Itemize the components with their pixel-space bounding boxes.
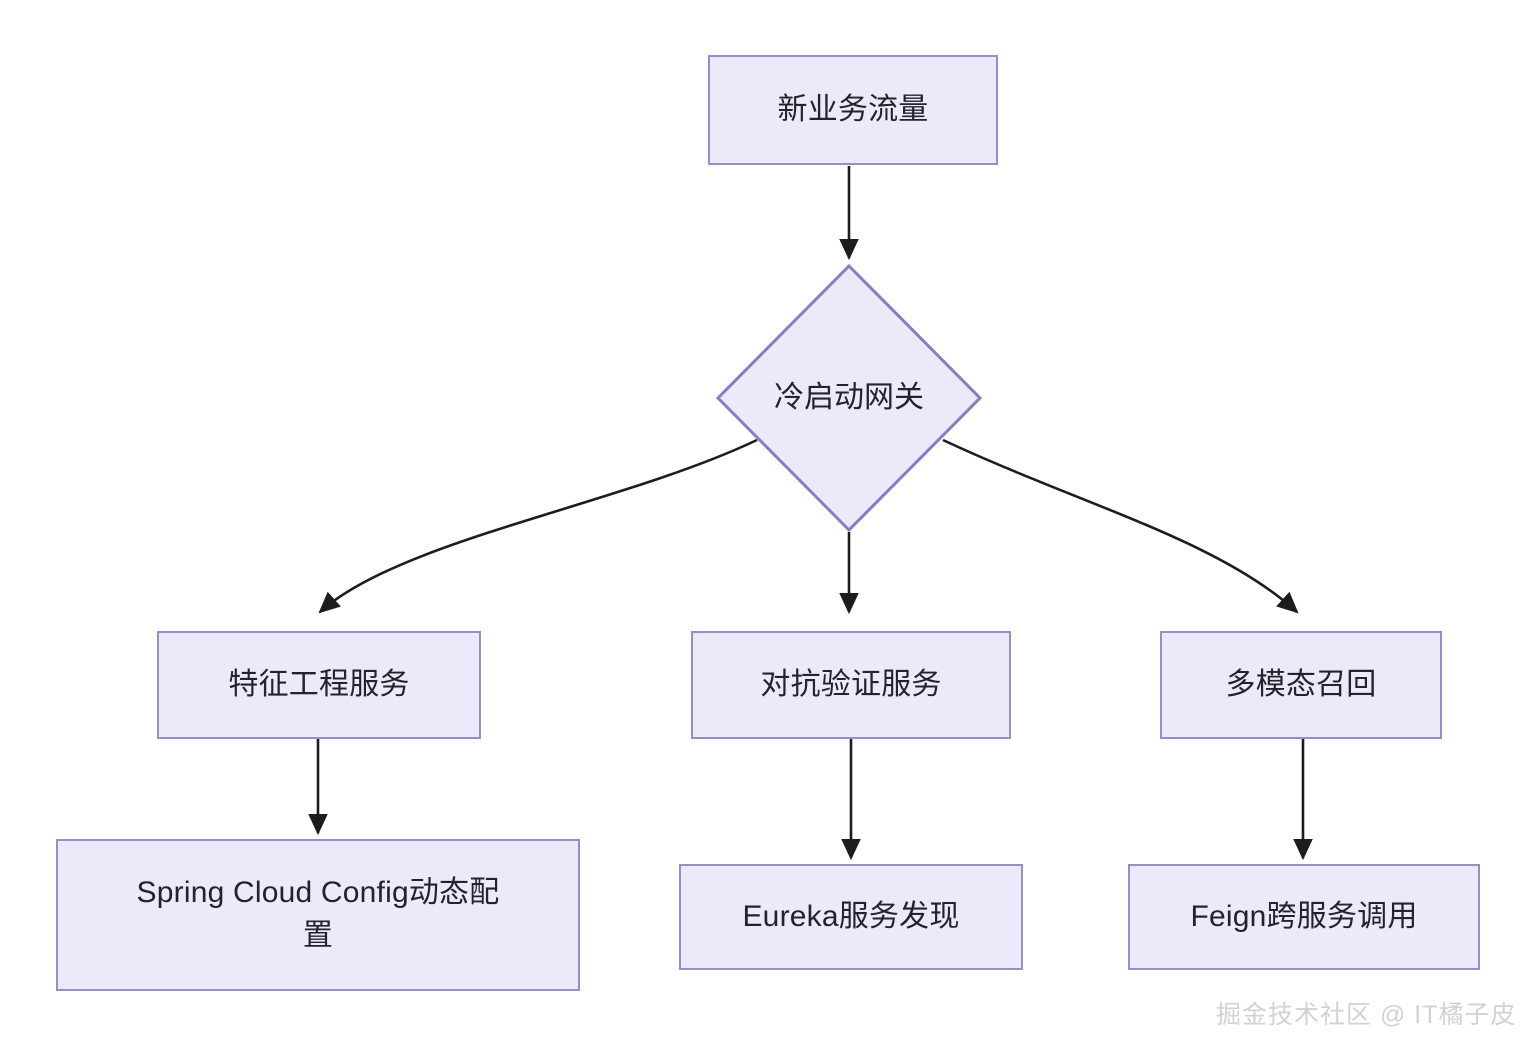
node-label: 特征工程服务 (228, 667, 410, 701)
edge-gateway-to-feature-service (318, 438, 758, 614)
node-feature-engineering-service[interactable]: 特征工程服务 (157, 631, 481, 739)
node-eureka-service-discovery[interactable]: Eureka服务发现 (679, 864, 1023, 970)
node-label: Feign跨服务调用 (1190, 899, 1418, 933)
node-adversarial-validation-service[interactable]: 对抗验证服务 (691, 631, 1011, 739)
node-label: 多模态召回 (1225, 667, 1377, 701)
node-label: 新业务流量 (777, 92, 929, 126)
node-label: 对抗验证服务 (760, 667, 942, 701)
diamond-shape (716, 264, 982, 532)
node-label: Spring Cloud Config动态配 置 (136, 876, 500, 952)
node-spring-cloud-config[interactable]: Spring Cloud Config动态配 置 (56, 839, 580, 991)
watermark-text: 掘金技术社区 @ IT橘子皮 (1216, 1001, 1517, 1029)
node-feign-cross-service-call[interactable]: Feign跨服务调用 (1128, 864, 1480, 970)
edge-gateway-to-multimodal-recall (942, 438, 1299, 614)
node-multimodal-recall[interactable]: 多模态召回 (1160, 631, 1442, 739)
node-new-business-traffic[interactable]: 新业务流量 (708, 55, 998, 165)
node-label: Eureka服务发现 (742, 899, 960, 933)
node-cold-start-gateway[interactable]: 冷启动网关 (716, 264, 982, 532)
node-label: 冷启动网关 (774, 381, 924, 414)
